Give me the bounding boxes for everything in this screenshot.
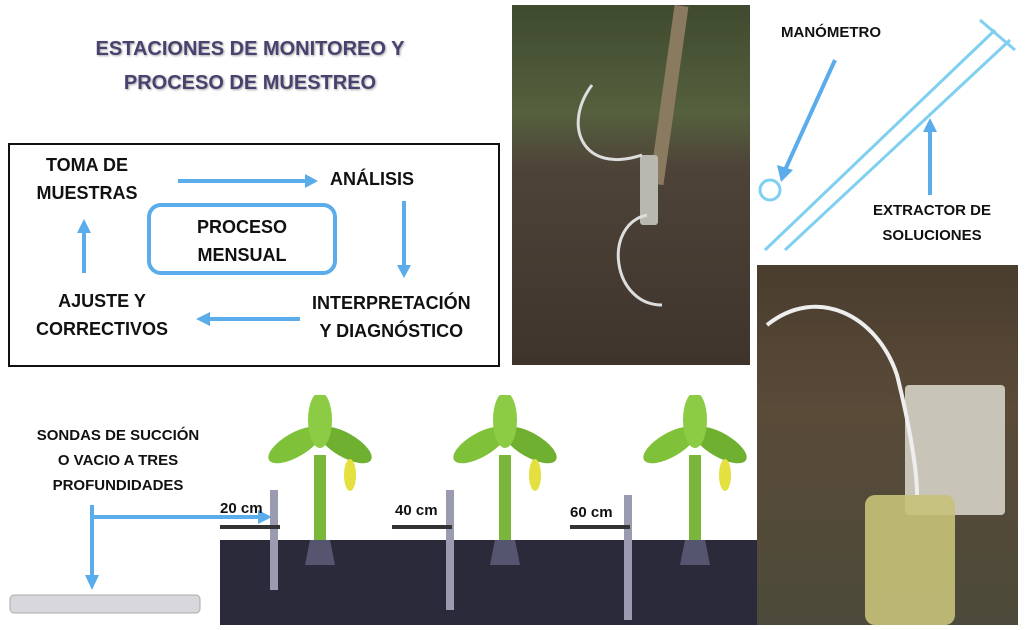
cycle-arrows	[77, 174, 411, 326]
suction-probe-icon	[9, 594, 201, 614]
step-label: INTERPRETACIÓN	[312, 293, 471, 313]
field-probe-photo	[512, 5, 750, 365]
probes-caption: SONDAS DE SUCCIÓN O VACIO A TRES PROFUND…	[18, 423, 218, 498]
caption-line: SONDAS DE SUCCIÓN	[36, 427, 200, 444]
extractor-label: EXTRACTOR DE SOLUCIONES	[867, 198, 997, 248]
title-line-1: ESTACIONES DE MONITOREO Y	[95, 38, 405, 60]
step-label: TOMA DE	[45, 155, 128, 175]
extractor-label-line: SOLUCIONES	[882, 227, 982, 244]
depth-label-20: 20 cm	[220, 500, 263, 517]
step-label: CORRECTIVOS	[35, 319, 168, 339]
step-analisis: ANÁLISIS	[330, 169, 415, 189]
probe-tubes	[270, 490, 632, 620]
caption-line: O VACIO A TRES	[57, 452, 179, 469]
manometro-label: MANÓMETRO	[781, 24, 881, 41]
step-label: MUESTRAS	[36, 183, 138, 203]
title-line-2: PROCESO DE MUESTREO	[123, 72, 377, 94]
step-label: Y DIAGNÓSTICO	[319, 321, 464, 341]
process-cycle-box: TOMA DE MUESTRAS ANÁLISIS INTERPRETACIÓN…	[8, 143, 500, 367]
step-ajuste: AJUSTE Y CORRECTIVOS	[22, 287, 182, 343]
step-toma-muestras: TOMA DE MUESTRAS	[32, 151, 142, 207]
center-label: PROCESO	[196, 217, 288, 237]
extractor-label-line: EXTRACTOR DE	[872, 202, 992, 219]
depth-label-40: 40 cm	[395, 502, 438, 519]
extractor-field-photo	[757, 265, 1018, 625]
extractor-diagram: MANÓMETRO EXTRACTOR DE SOLUCIONES	[755, 0, 1030, 265]
center-label: MENSUAL	[197, 245, 287, 265]
step-interpretacion: INTERPRETACIÓN Y DIAGNÓSTICO	[312, 289, 471, 345]
depth-label-60: 60 cm	[570, 504, 613, 521]
banana-plant-icon	[268, 395, 747, 565]
banana-plants	[220, 395, 747, 620]
probe-arrows	[9, 505, 272, 614]
step-label: AJUSTE Y	[58, 291, 146, 311]
caption-line: PROFUNDIDADES	[52, 477, 184, 494]
center-process-box: PROCESO MENSUAL	[147, 203, 337, 275]
